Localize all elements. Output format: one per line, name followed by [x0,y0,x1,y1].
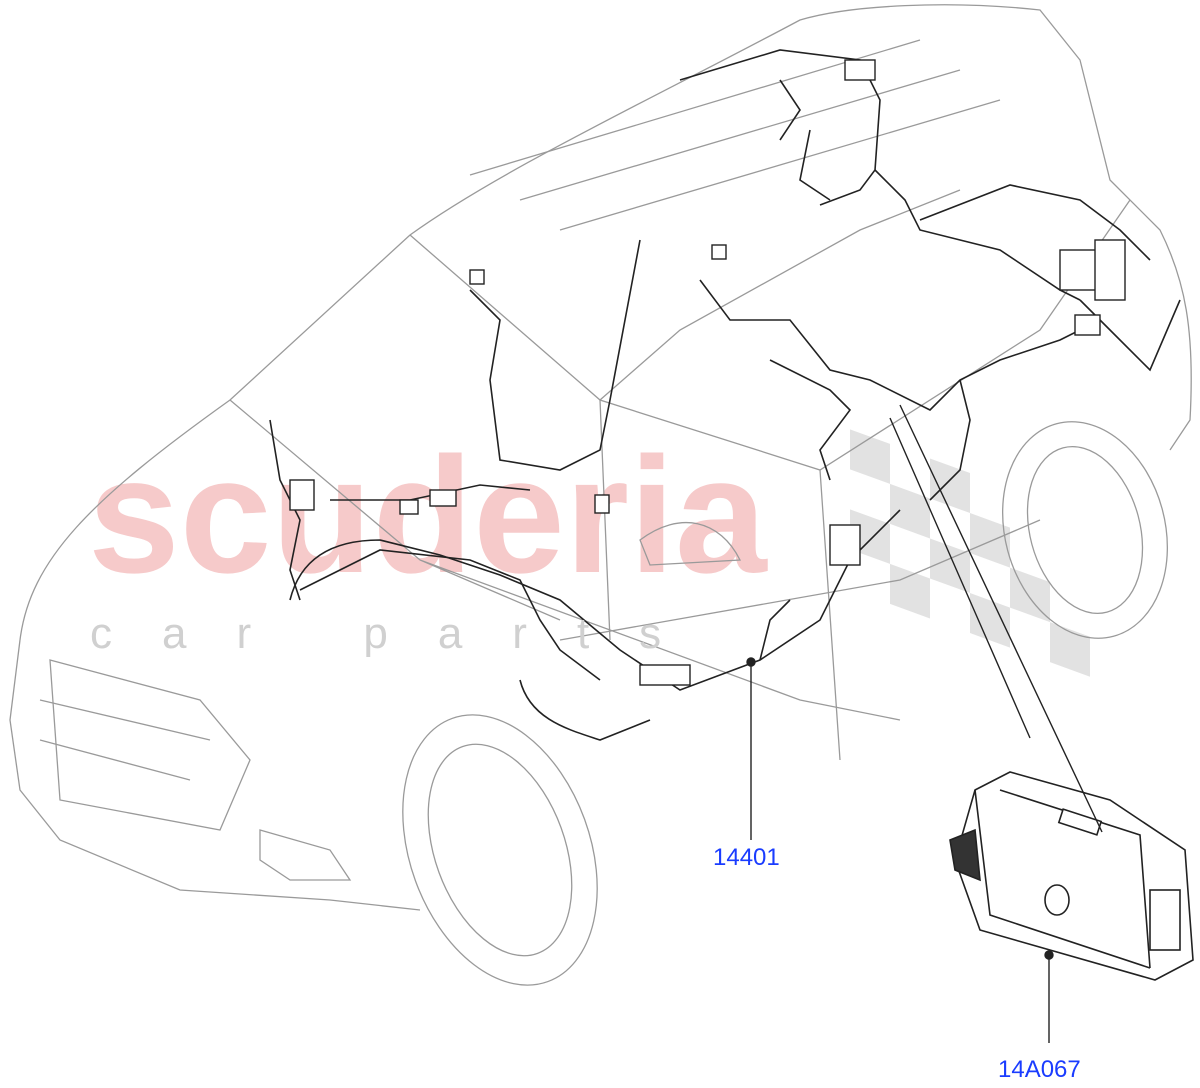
wiring-harness [269,49,1181,741]
callout-label-module[interactable]: 14A067 [998,1056,1081,1083]
watermark: scuderia [88,423,1090,677]
leader-lines [746,404,1103,1043]
module-location-line-1 [889,417,1031,739]
module-location-line-2 [899,404,1103,833]
harness-connectors [289,59,1126,686]
callout-label-harness[interactable]: 14401 [713,844,780,871]
watermark-tagline: car parts [90,609,711,658]
watermark-brand: scuderia [88,423,768,607]
body-control-module [949,771,1194,981]
